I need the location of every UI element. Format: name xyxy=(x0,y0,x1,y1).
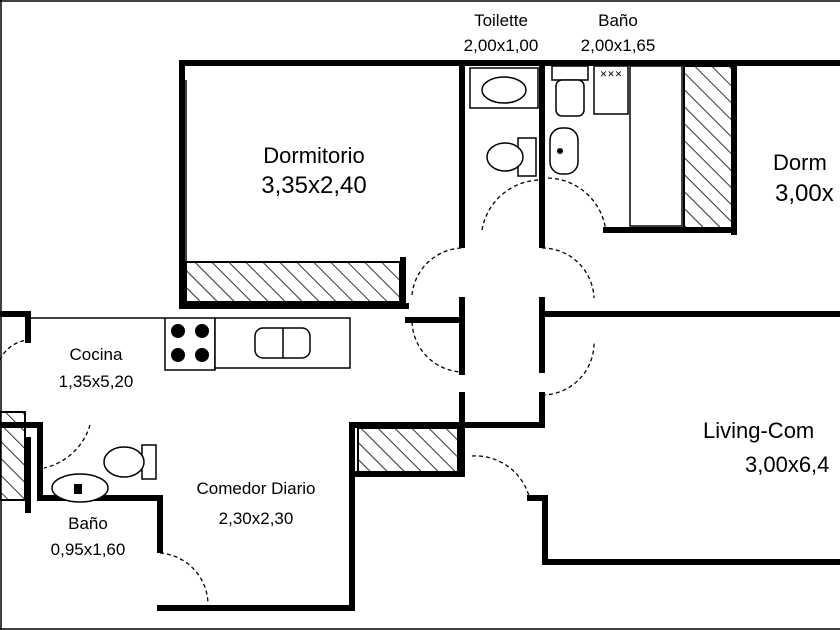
toilet-icon xyxy=(555,79,585,117)
burner-icon xyxy=(195,348,209,362)
room-dims: 1,35x5,20 xyxy=(59,372,134,391)
room-name: Baño xyxy=(598,11,638,30)
room-name: Cocina xyxy=(70,345,123,364)
wall-living-top xyxy=(539,297,840,317)
bathtub-icon xyxy=(629,65,683,227)
door-cocina-left xyxy=(0,339,29,361)
room-dims: 3,35x2,40 xyxy=(261,172,366,199)
burner-icon xyxy=(171,348,185,362)
closet-dormitorio-2 xyxy=(683,65,733,229)
door-living-2 xyxy=(471,455,531,501)
room-dims: 3,00x xyxy=(775,180,834,207)
room-name: Living-Com xyxy=(703,418,814,443)
closet-dormitorio-1 xyxy=(185,261,401,303)
room-name: Baño xyxy=(68,514,108,533)
wall-dormitorio-1 xyxy=(179,60,465,309)
door-bano xyxy=(547,177,607,233)
bidet-taps: ✕✕✕ xyxy=(600,69,623,79)
wall-living-bottom xyxy=(527,495,840,565)
door-dormitorio-1 xyxy=(411,247,463,296)
shower-head-icon xyxy=(74,484,82,494)
room-dims: 2,30x2,30 xyxy=(219,509,294,528)
bano-top-fixtures: ✕✕✕ xyxy=(549,65,683,227)
room-name: Toilette xyxy=(474,11,528,30)
washbasin-bowl-icon xyxy=(481,76,527,104)
room-dims: 2,00x1,00 xyxy=(464,36,539,55)
toilet-icon xyxy=(486,142,524,172)
room-name: Comedor Diario xyxy=(196,479,315,498)
doors xyxy=(0,177,607,605)
door-bano-bottom xyxy=(43,424,91,469)
wall-comedor-right xyxy=(349,422,465,611)
wall-bano-bottom-box xyxy=(0,422,163,553)
door-living xyxy=(541,342,595,396)
door-cocina xyxy=(411,321,463,373)
windows xyxy=(30,80,187,319)
burner-icon xyxy=(195,324,209,338)
door-toilette xyxy=(481,179,541,231)
closet-left xyxy=(0,411,26,501)
bidet-icon xyxy=(593,65,629,115)
kitchen-fixtures xyxy=(164,317,351,371)
toilette-fixtures xyxy=(469,67,539,177)
room-dims: 0,95x1,60 xyxy=(51,540,126,559)
room-dims: 3,00x6,4 xyxy=(745,452,829,477)
closets xyxy=(0,65,733,501)
room-name: Dorm xyxy=(773,150,827,175)
room-dims: 2,00x1,65 xyxy=(581,36,656,55)
drain-icon xyxy=(557,148,563,154)
room-labels: Toilette 2,00x1,00 Baño 2,00x1,65 Dormit… xyxy=(51,11,834,559)
door-comedor xyxy=(159,552,209,605)
walls xyxy=(0,60,840,611)
door-dormitorio-2 xyxy=(541,247,595,299)
room-name: Dormitorio xyxy=(263,143,364,168)
toilet-tank xyxy=(551,65,589,81)
sink-icon xyxy=(549,127,579,175)
bano-bottom-fixtures xyxy=(51,444,157,503)
closet-comedor xyxy=(357,427,459,473)
toilet-icon xyxy=(103,446,145,478)
burner-icon xyxy=(171,324,185,338)
stove xyxy=(164,317,216,371)
